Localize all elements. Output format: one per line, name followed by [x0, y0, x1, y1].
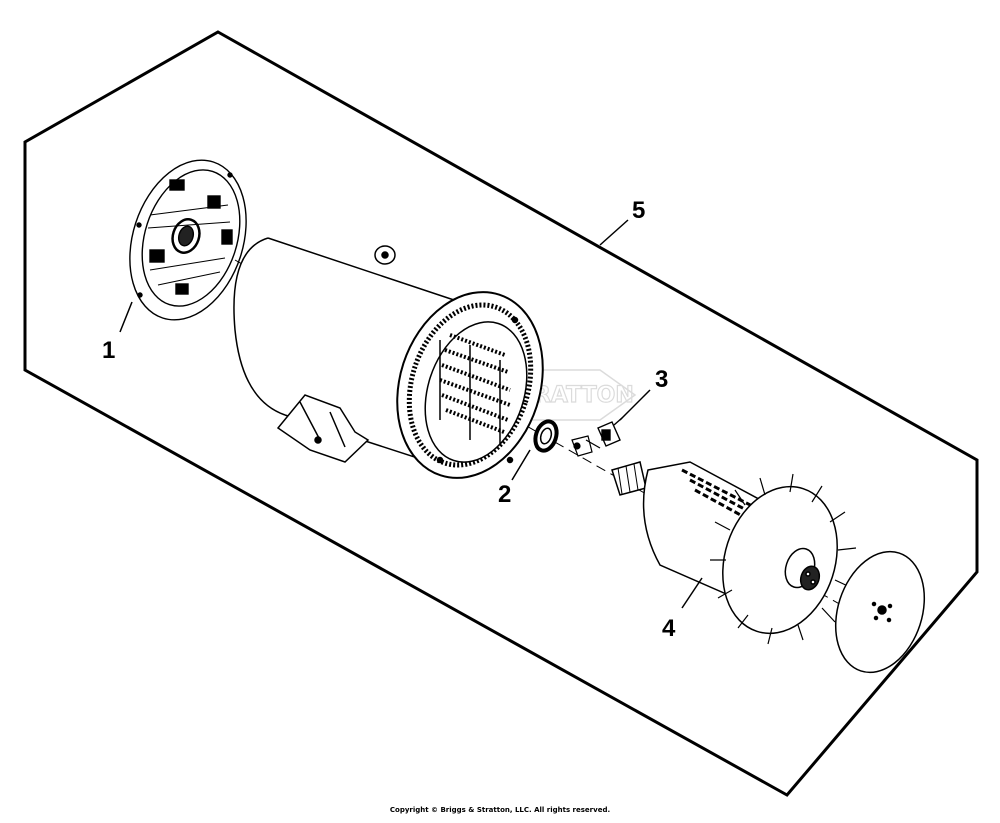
callout-1: 1: [102, 337, 115, 364]
stator-housing: [233, 237, 544, 479]
leader-1: [119, 301, 133, 333]
rotor: [611, 461, 857, 645]
leader-3: [619, 389, 651, 421]
brush-holder: [597, 417, 623, 447]
end-disc: [834, 550, 926, 674]
callout-3: 3: [655, 366, 668, 393]
callout-5: 5: [632, 197, 645, 224]
leader-5: [599, 219, 629, 246]
leader-2: [511, 449, 531, 481]
assembly-outline: [23, 30, 979, 797]
copyright-notice: Copyright © Briggs & Stratton, LLC. All …: [389, 806, 611, 814]
callout-4: 4: [662, 615, 676, 642]
callout-2: 2: [498, 481, 511, 508]
bearing: [533, 419, 559, 453]
end-bracket: [129, 159, 247, 321]
connector: [571, 435, 601, 457]
leader-4: [681, 577, 703, 609]
